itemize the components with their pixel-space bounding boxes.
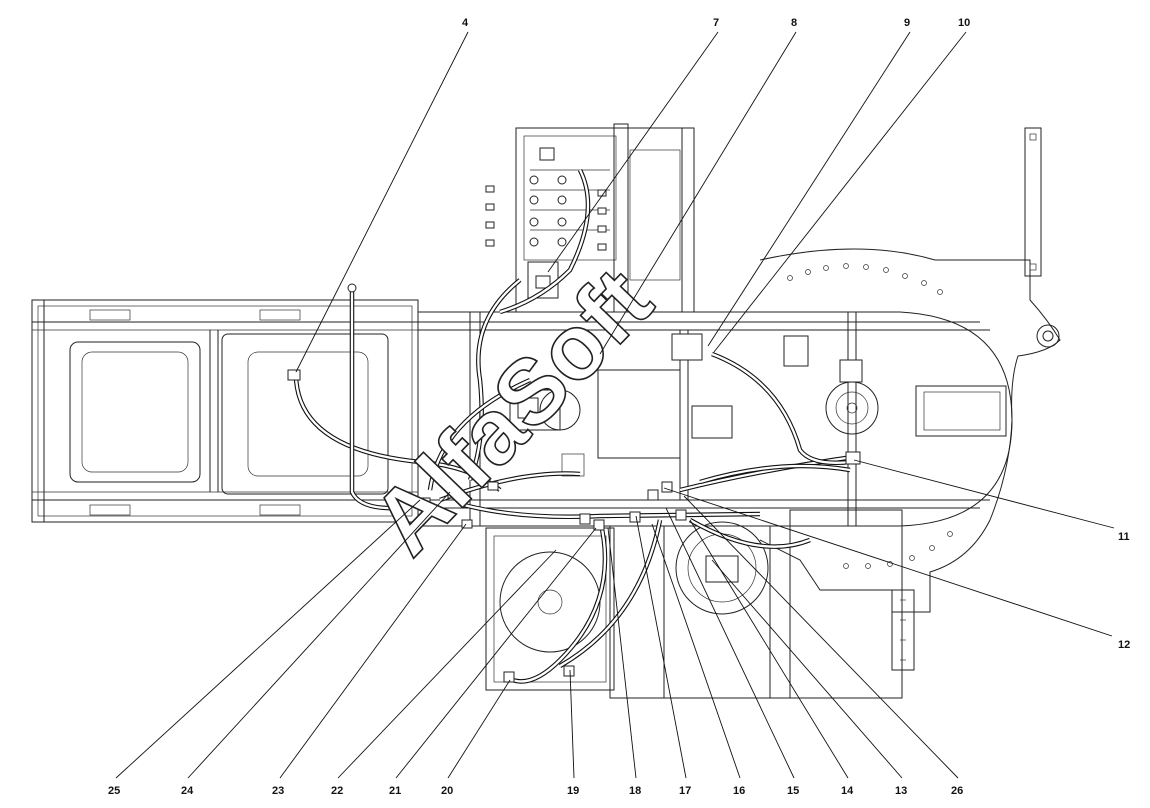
swing-motor [825, 359, 879, 435]
valve-bank-fittings [485, 185, 607, 251]
hose-fittings [419, 451, 861, 683]
callout-10: 10 [958, 17, 970, 29]
callout-26: 26 [951, 785, 963, 797]
callout-20: 20 [441, 785, 453, 797]
callout-9: 9 [904, 17, 910, 29]
callout-23: 23 [272, 785, 284, 797]
callout-19: 19 [567, 785, 579, 797]
callouts-bottom: 25 24 23 22 21 20 19 18 17 16 15 14 13 2… [108, 785, 963, 797]
beam-valve-blocks [509, 333, 809, 477]
callout-16: 16 [733, 785, 745, 797]
bolt-circle-holes [787, 263, 953, 569]
callout-24: 24 [181, 785, 194, 797]
callout-21: 21 [389, 785, 401, 797]
cooler-motor [675, 521, 769, 615]
hydraulic-tank [485, 509, 903, 699]
callout-18: 18 [629, 785, 641, 797]
callout-13: 13 [895, 785, 907, 797]
callout-12: 12 [1118, 639, 1130, 651]
watermark: AlfaSoft [352, 249, 672, 575]
main-boom-frame [417, 311, 1013, 527]
callout-7: 7 [713, 17, 719, 29]
control-valve-bank [485, 123, 695, 313]
callout-22: 22 [331, 785, 343, 797]
leader-lines [115, 31, 1115, 779]
left-chassis-frame [31, 299, 419, 523]
callout-11: 11 [1118, 531, 1130, 543]
callout-14: 14 [841, 785, 854, 797]
callouts-top: 4 7 8 9 10 [462, 17, 970, 29]
callout-4: 4 [462, 17, 469, 29]
callout-25: 25 [108, 785, 120, 797]
callout-8: 8 [791, 17, 797, 29]
watermark-text: AlfaSoft [353, 249, 671, 574]
callouts-right: 11 12 [1118, 531, 1130, 651]
slewing-plate [759, 127, 1061, 671]
hydraulic-hoses [287, 168, 861, 684]
callout-17: 17 [679, 785, 691, 797]
callout-15: 15 [787, 785, 799, 797]
